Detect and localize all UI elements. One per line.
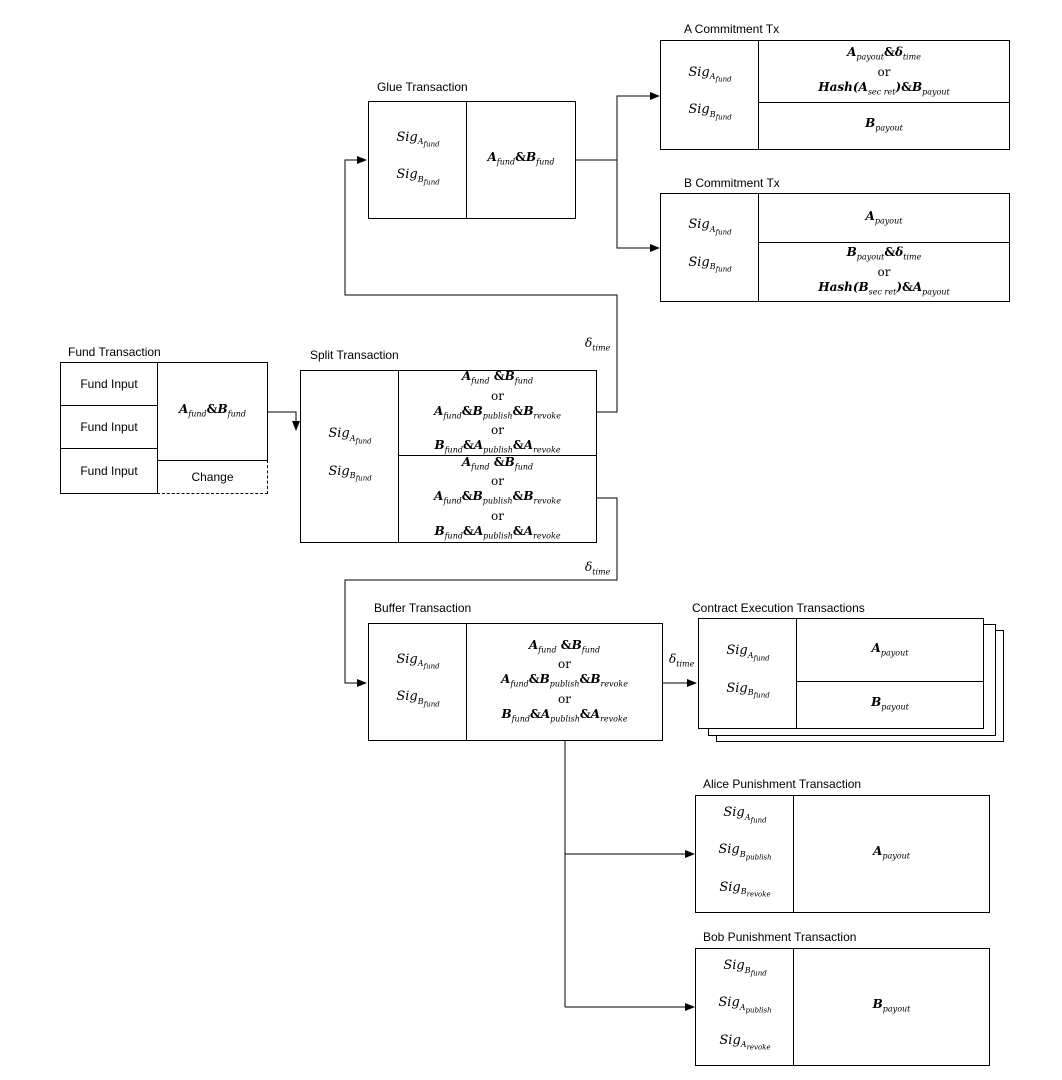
sig-b-fund: SigBfund xyxy=(726,680,770,700)
delta-time-label-cet: δtime xyxy=(669,652,695,669)
buffer-output: Afund &Bfund or Afund&Bpublish&Brevoke o… xyxy=(466,624,662,740)
bob-punishment-title: Bob Punishment Transaction xyxy=(703,930,857,944)
sig-b-fund: SigBfund xyxy=(396,689,440,709)
cet-output-1: Apayout xyxy=(796,619,983,682)
alice-punishment-title: Alice Punishment Transaction xyxy=(703,777,862,791)
bob-pun-output: Bpayout xyxy=(793,949,989,1065)
a-commit-output-2: Bpayout xyxy=(758,102,1009,149)
fund-change-label: Change xyxy=(191,469,234,484)
sig-b-fund: SigBfund xyxy=(396,167,440,187)
fund-input-2-label: Fund Input xyxy=(80,420,138,434)
cet-box: SigAfund SigBfund Apayout Bpayout xyxy=(698,618,984,729)
b-commit-signatures: SigAfund SigBfund xyxy=(661,194,759,301)
glue-transaction-box: SigAfund SigBfund Afund&Bfund xyxy=(368,101,576,219)
sig-a-fund: SigAfund xyxy=(726,643,770,663)
a-commit-output-1: Apayout&δtime or Hash(Asec ret)&Bpayout xyxy=(758,41,1009,103)
arrow-glue-to-a-commit xyxy=(616,92,660,160)
fund-output-formula: Afund&Bfund xyxy=(178,401,247,419)
arrow-glue-to-b-commit xyxy=(616,160,660,252)
sig-a-fund: SigAfund xyxy=(396,129,440,149)
fund-output: Afund&Bfund xyxy=(157,362,268,461)
sig-b-publish: SigBpublish xyxy=(718,842,772,862)
b-commitment-box: SigAfund SigBfund Apayout Bpayout&δtime … xyxy=(660,193,1010,302)
sig-b-fund: SigBfund xyxy=(688,254,732,274)
buffer-transaction-box: SigAfund SigBfund Afund &Bfund or Afund&… xyxy=(368,623,663,741)
sig-a-fund: SigAfund xyxy=(723,805,767,825)
sig-a-fund: SigAfund xyxy=(688,217,732,237)
fund-input-2: Fund Input xyxy=(60,405,158,449)
glue-output: Afund&Bfund xyxy=(466,102,575,218)
split-output-1: Afund &Bfund or Afund&Bpublish&Brevoke o… xyxy=(398,369,596,456)
fund-input-3: Fund Input xyxy=(60,448,158,494)
fund-input-3-label: Fund Input xyxy=(80,464,138,478)
delta-time-label-glue: δtime xyxy=(585,336,611,353)
b-commitment-title: B Commitment Tx xyxy=(684,176,780,190)
split-transaction-box: SigAfund SigBfund Afund &Bfund or Afund&… xyxy=(300,369,597,543)
arrow-split-to-buffer xyxy=(344,497,618,687)
arrow-fund-to-split xyxy=(267,411,300,431)
split-signatures: SigAfund SigBfund xyxy=(301,371,399,542)
sig-a-fund: SigAfund xyxy=(396,651,440,671)
glue-transaction-title: Glue Transaction xyxy=(377,80,468,94)
sig-a-revoke: SigArevoke xyxy=(719,1032,771,1052)
alice-pun-output: Apayout xyxy=(793,796,989,912)
bob-punishment-box: SigBfund SigApublish SigArevoke Bpayout xyxy=(695,948,990,1066)
cet-signatures: SigAfund SigBfund xyxy=(699,619,797,728)
sig-b-fund: SigBfund xyxy=(723,958,767,978)
fund-change-output: Change xyxy=(157,460,268,494)
a-commit-signatures: SigAfund SigBfund xyxy=(661,41,759,149)
alice-punishment-box: SigAfund SigBpublish SigBrevoke Apayout xyxy=(695,795,990,913)
sig-a-publish: SigApublish xyxy=(718,995,772,1015)
sig-b-revoke: SigBrevoke xyxy=(719,879,771,899)
sig-a-fund: SigAfund xyxy=(328,426,372,446)
a-commitment-box: SigAfund SigBfund Apayout&δtime or Hash(… xyxy=(660,40,1010,150)
a-commitment-title: A Commitment Tx xyxy=(684,22,780,36)
cet-title: Contract Execution Transactions xyxy=(692,601,865,615)
buffer-signatures: SigAfund SigBfund xyxy=(369,624,467,740)
b-commit-output-2: Bpayout&δtime or Hash(Bsec ret)&Apayout xyxy=(758,242,1009,301)
sig-a-fund: SigAfund xyxy=(688,64,732,84)
bob-pun-signatures: SigBfund SigApublish SigArevoke xyxy=(696,949,794,1065)
arrow-split-to-glue xyxy=(344,156,618,413)
delta-time-label-buffer: δtime xyxy=(585,560,611,577)
alice-pun-signatures: SigAfund SigBpublish SigBrevoke xyxy=(696,796,794,912)
b-commit-output-1: Apayout xyxy=(758,194,1009,243)
glue-signatures: SigAfund SigBfund xyxy=(369,102,467,218)
fund-input-1: Fund Input xyxy=(60,362,158,406)
split-output-2: Afund &Bfund or Afund&Bpublish&Brevoke o… xyxy=(398,455,596,542)
buffer-transaction-title: Buffer Transaction xyxy=(374,601,472,615)
fund-input-1-label: Fund Input xyxy=(80,377,138,391)
split-transaction-title: Split Transaction xyxy=(310,348,399,362)
sig-b-fund: SigBfund xyxy=(688,102,732,122)
fund-transaction-box: Fund Input Fund Input Fund Input Afund&B… xyxy=(60,362,268,494)
fund-transaction-title: Fund Transaction xyxy=(68,345,161,359)
sig-b-fund: SigBfund xyxy=(328,463,372,483)
cet-output-2: Bpayout xyxy=(796,681,983,728)
